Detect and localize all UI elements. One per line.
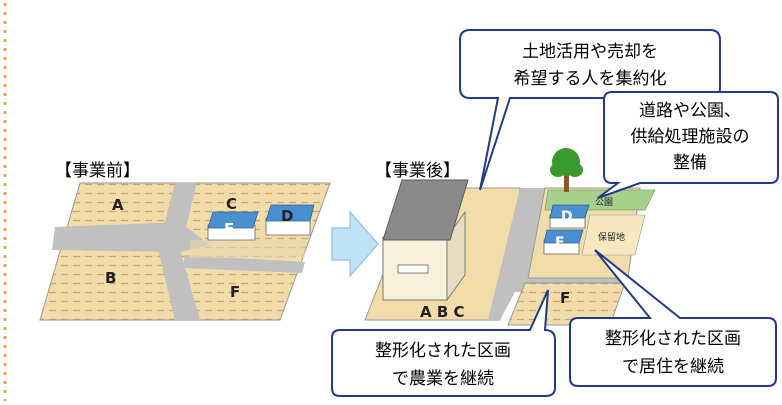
plot-label-d: D [281, 207, 293, 225]
arrow-right-icon [331, 210, 379, 278]
after-plot-label-d: D [561, 209, 573, 225]
tree-icon [550, 148, 583, 192]
callout-infrastructure-line-3: 整備 [673, 153, 707, 173]
callout-farming-line-2: で農業を継続 [392, 369, 494, 389]
before-heading: 【事業前】 [55, 161, 140, 181]
callout-farming: 整形化された区画 で農業を継続 [331, 289, 556, 397]
building-icon [382, 179, 469, 302]
callout-consolidate: 土地活用や売却を 希望する人を集約化 [459, 29, 721, 191]
plot-label-c: C [226, 195, 237, 213]
callout-residence: 整形化された区画 で居住を継続 [569, 249, 777, 387]
after-plot-label-abc: A B C [420, 303, 465, 321]
callout-residence-line-1: 整形化された区画 [605, 329, 741, 349]
after-heading: 【事業後】 [375, 161, 460, 181]
house-icon [265, 204, 315, 236]
callout-infrastructure-line-2: 供給処理施設の [631, 127, 750, 147]
after-map: 公園 保留地 [364, 148, 656, 326]
house-icon [549, 204, 590, 229]
before-road-diagonal [158, 183, 200, 320]
after-plot-label-e: E [555, 235, 565, 251]
plot-label-b: B [105, 269, 116, 287]
plot-label-f: F [230, 283, 240, 301]
house-icon [207, 211, 259, 241]
after-reserve-land [581, 214, 646, 256]
house-icon [543, 229, 584, 255]
after-plot-label-f: F [560, 289, 570, 307]
plot-label-a: A [112, 196, 124, 214]
plot-label-e: E [224, 220, 234, 238]
before-lane-cd [190, 240, 305, 258]
park-label: 公園 [595, 197, 613, 208]
callout-consolidate-line-1: 土地活用や売却を [522, 42, 658, 62]
callout-infrastructure: 道路や公園、 供給処理施設の 整備 [597, 91, 779, 199]
callout-residence-line-2: で居住を継続 [622, 357, 724, 377]
dotted-margin-rule [2, 0, 8, 401]
before-road-right [183, 255, 305, 273]
callout-consolidate-line-2: 希望する人を集約化 [514, 69, 667, 89]
reserve-label: 保留地 [598, 231, 625, 243]
before-field-base [39, 182, 331, 321]
before-map: A B C D E F [39, 182, 331, 321]
callout-farming-line-1: 整形化された区画 [375, 341, 511, 361]
callout-infrastructure-line-1: 道路や公園、 [639, 101, 741, 121]
